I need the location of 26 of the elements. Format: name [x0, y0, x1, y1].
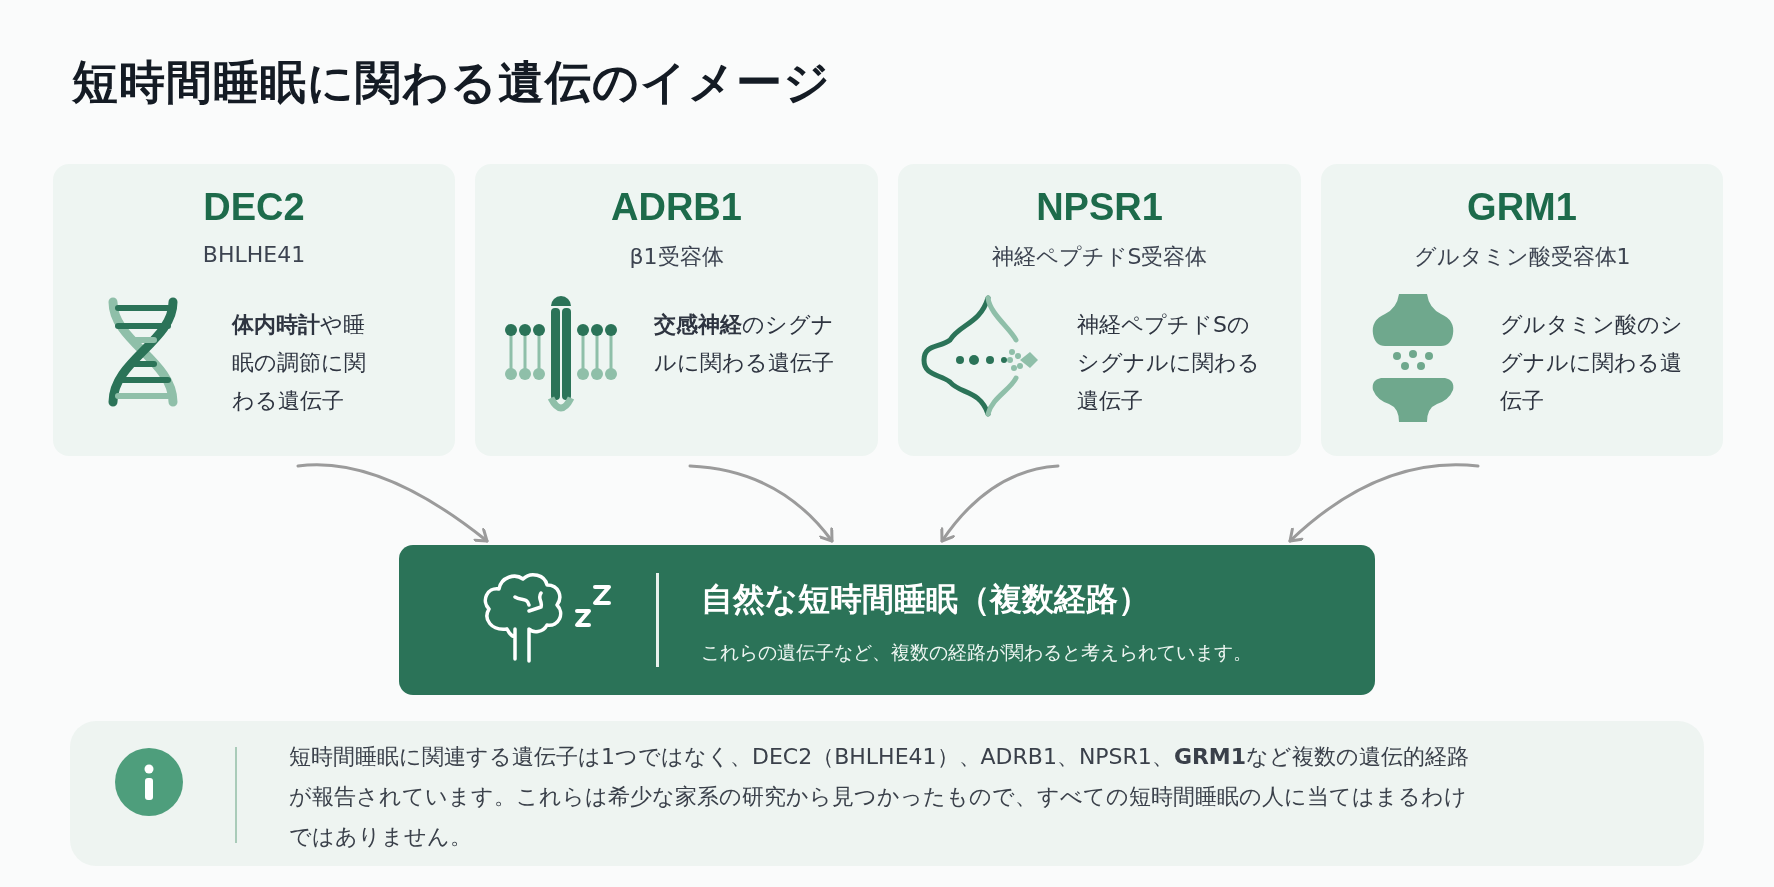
- arrow: [688, 464, 834, 543]
- note-panel: [70, 721, 1704, 866]
- panel-description: これらの遺伝子など、複数の経路が関わると考えられています。: [701, 640, 1252, 665]
- gene-description: 神経ペプチドSのシグナルに関わる遺伝子: [1077, 311, 1261, 415]
- gene-description: 交感神経のシグナルに関わる遺伝子: [654, 311, 835, 377]
- gene-card: [1321, 164, 1723, 456]
- gene-description: グルタミン酸のシグナルに関わる遺伝子: [1500, 311, 1684, 415]
- gene-card: [53, 164, 455, 456]
- arrow: [296, 463, 489, 543]
- gene-subtitle: BHLHE41: [202, 242, 306, 267]
- gene-subtitle: β1受容体: [629, 243, 724, 271]
- gene-name: NPSR1: [1035, 186, 1164, 229]
- diagram-title: 短時間睡眠に関わる遺伝のイメージ: [72, 54, 831, 111]
- gene-name: ADRB1: [610, 186, 743, 229]
- gene-card: [475, 164, 878, 456]
- gene-subtitle: 神経ペプチドS受容体: [991, 243, 1208, 271]
- panel-heading: 自然な短時間睡眠（複数経路）: [701, 579, 1150, 620]
- gene-card: [898, 164, 1301, 456]
- result-panel: [399, 545, 1375, 695]
- gene-subtitle: グルタミン酸受容体1: [1413, 243, 1631, 271]
- gene-name: DEC2: [202, 186, 306, 229]
- arrow: [1288, 463, 1480, 543]
- gene-name: GRM1: [1466, 186, 1578, 229]
- gene-description: 体内時計や睡眠の調節に関わる遺伝子: [232, 311, 367, 415]
- note-text: 短時間睡眠に関連する遺伝子は1つではなく、DEC2（BHLHE41）、ADRB1、NPSR1、GRM1など複数の遺伝的経路が報告されています。これらは希少な家系の研究から見つかったもので、すべての短時間睡眠の人に当てはまるわけではありません。: [289, 743, 1471, 851]
- arrow: [940, 464, 1060, 543]
